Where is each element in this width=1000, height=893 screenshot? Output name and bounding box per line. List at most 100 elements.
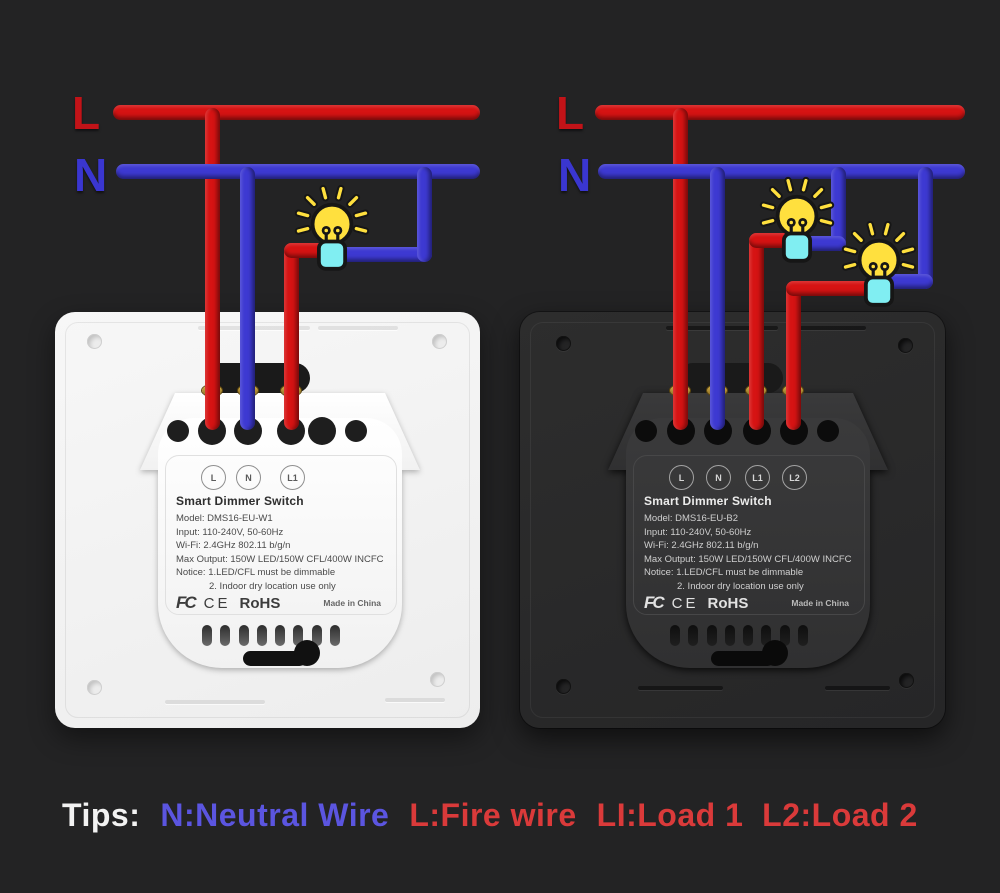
- plate-screw: [556, 679, 571, 694]
- live-wire-horizontal: [595, 105, 965, 120]
- vent-slot: [311, 625, 322, 646]
- wire-entry-hole: [167, 420, 189, 442]
- vent-slot: [330, 625, 341, 646]
- terminal-letter: L2: [789, 472, 800, 483]
- made-in-china-label: Made in China: [791, 598, 849, 608]
- product-input: Input: 110-240V, 50-60Hz: [644, 526, 752, 538]
- vent-slot: [256, 625, 267, 646]
- fcc-logo: FC: [644, 593, 665, 612]
- wire-entry-hole: [635, 420, 657, 442]
- plate-groove: [165, 700, 265, 704]
- terminal-letter: L: [678, 472, 685, 483]
- vent-slot: [293, 625, 304, 646]
- live-wire-horizontal: [113, 105, 480, 120]
- wire-entry-hole: [817, 420, 839, 442]
- plate-screw: [87, 680, 102, 695]
- certification-row: FC CE RoHS Made in China: [644, 592, 849, 614]
- product-max-output: Max Output: 150W LED/150W CFL/400W INCFC: [176, 553, 384, 565]
- mounting-slot: [711, 651, 775, 666]
- live-line-label: L: [556, 87, 585, 139]
- neutral-wire-horizontal: [598, 164, 965, 179]
- vent-slot: [670, 625, 680, 646]
- product-wifi: Wi-Fi: 2.4GHz 802.11 b/g/n: [644, 540, 759, 551]
- product-notice-2: 2. Indoor dry location use only: [209, 580, 336, 592]
- vent-slot: [724, 625, 735, 646]
- plate-screw: [899, 673, 914, 688]
- vent-slot: [275, 625, 286, 646]
- plate-groove: [385, 698, 445, 702]
- vent-slot: [202, 625, 212, 646]
- plate-groove: [786, 326, 866, 330]
- light-bulb-icon: [841, 220, 917, 307]
- terminal-circle-l2: L2: [782, 465, 807, 490]
- terminal-circle-l1: L1: [280, 465, 305, 490]
- product-wifi: Wi-Fi: 2.4GHz 802.11 b/g/n: [176, 540, 291, 551]
- plate-groove: [825, 686, 890, 690]
- neutral-line-label: N: [74, 149, 108, 201]
- product-notice-1: Notice: 1.LED/CFL must be dimmable: [644, 567, 804, 578]
- label-area: [165, 455, 397, 615]
- switch-module-black: L N L1 L2 Smart Dimmer Switch Model: DMS…: [608, 393, 888, 671]
- vent-slot: [238, 625, 249, 646]
- neutral-line-label: N: [558, 149, 592, 201]
- plate-screw: [432, 334, 447, 349]
- mounting-slot-bump: [294, 640, 320, 666]
- vent-teeth: [670, 625, 809, 646]
- product-notice-1: Notice: 1.LED/CFL must be dimmable: [176, 567, 336, 578]
- terminal-circle-l: L: [201, 465, 226, 490]
- light-bulb-icon: [294, 184, 370, 271]
- terminal-letter: L1: [287, 472, 298, 483]
- made-in-china-label: Made in China: [323, 598, 381, 608]
- plate-screw: [430, 672, 445, 687]
- bulb-neutral-return-vertical: [417, 167, 432, 262]
- ce-logo: CE: [203, 594, 231, 612]
- live-line-label: L: [72, 87, 101, 139]
- product-notice-2: 2. Indoor dry location use only: [677, 580, 804, 592]
- mounting-slot: [243, 651, 307, 666]
- load2-wire-vertical: [786, 281, 801, 430]
- wire-entry-hole: [308, 417, 336, 445]
- product-label: Smart Dimmer Switch Model: DMS16-EU-B2 I…: [644, 494, 864, 593]
- bulb1-neutral-return-vertical: [831, 167, 846, 251]
- vent-slot: [779, 625, 790, 646]
- vent-slot: [220, 625, 231, 646]
- vent-slot: [706, 625, 717, 646]
- vent-slot: [743, 625, 754, 646]
- load2-wire-horizontal: [786, 281, 876, 296]
- bulb2-neutral-return-horizontal: [884, 274, 933, 289]
- ce-logo: CE: [671, 594, 699, 612]
- tips-bar: Tips: N:Neutral Wire L:Fire wire LI:Load…: [62, 797, 918, 834]
- product-model: Model: DMS16-EU-W1: [176, 513, 273, 524]
- terminal-circle-l: L: [669, 465, 694, 490]
- terminal-circle-n: N: [236, 465, 261, 490]
- neutral-wire-horizontal: [116, 164, 480, 179]
- product-title: Smart Dimmer Switch: [644, 494, 772, 508]
- certification-row: FC CE RoHS Made in China: [176, 592, 381, 614]
- mounting-slot-bump: [762, 640, 788, 666]
- tips-label: Tips:: [62, 797, 141, 833]
- light-bulb-icon: [759, 176, 835, 263]
- vent-slot: [761, 625, 772, 646]
- terminal-letter: L1: [752, 472, 763, 483]
- plate-screw: [556, 336, 571, 351]
- plate-groove: [318, 326, 398, 330]
- fcc-logo: FC: [176, 593, 197, 612]
- tips-neutral-text: N:Neutral Wire: [160, 797, 390, 833]
- rohs-logo: RoHS: [707, 594, 749, 612]
- load1-wire-vertical: [749, 233, 764, 430]
- tips-loads-text: LI:Load 1 L2:Load 2: [596, 797, 918, 833]
- terminal-letter: N: [245, 472, 252, 483]
- label-area: [633, 455, 865, 615]
- rohs-logo: RoHS: [239, 594, 281, 612]
- neutral-wire-drop: [710, 167, 725, 430]
- switch-module-white: L N L1 Smart Dimmer Switch Model: DMS16-…: [140, 393, 420, 671]
- product-max-output: Max Output: 150W LED/150W CFL/400W INCFC: [644, 553, 852, 565]
- product-input: Input: 110-240V, 50-60Hz: [176, 526, 284, 538]
- live-wire-drop: [205, 108, 220, 430]
- vent-slot: [688, 625, 699, 646]
- plate-groove: [638, 686, 723, 690]
- terminal-letter: N: [715, 472, 722, 483]
- live-wire-drop: [673, 108, 688, 430]
- terminal-circle-n: N: [706, 465, 731, 490]
